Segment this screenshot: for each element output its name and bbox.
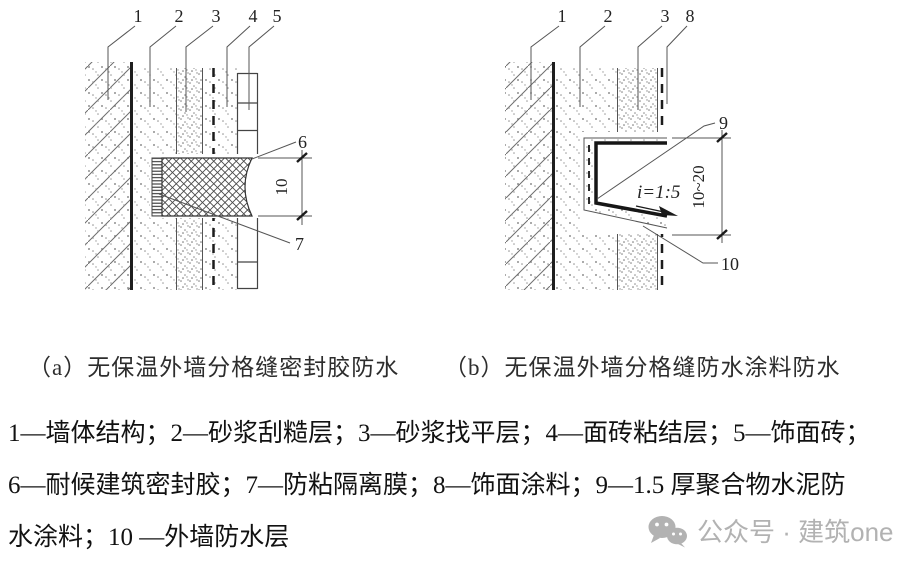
label-1: 1 — [134, 6, 143, 26]
label-7: 7 — [295, 234, 304, 254]
label-3: 3 — [212, 6, 221, 26]
slope-annotation: i=1:5 — [635, 182, 680, 216]
label-4: 4 — [249, 6, 258, 26]
label-6: 6 — [298, 132, 307, 152]
label-9: 9 — [719, 113, 728, 133]
label-2: 2 — [604, 6, 613, 26]
waterproof-coating-line — [594, 141, 668, 218]
labels-b: 1 2 3 8 9 10 — [558, 6, 740, 274]
label-8: 8 — [686, 6, 695, 26]
legend-line-3: 水涂料；10 —外墙防水层 — [8, 524, 290, 551]
wall-structure-hatch-b — [505, 62, 555, 290]
legend-line-2: 6—耐候建筑密封胶；7—防粘隔离膜；8—饰面涂料；9—1.5 厚聚合物水泥防 — [8, 472, 846, 499]
slope-arrow-head — [659, 206, 678, 216]
label-5: 5 — [273, 6, 282, 26]
dimension-joint-width-a: 10 — [258, 150, 312, 225]
label-1: 1 — [558, 6, 567, 26]
slope-label: i=1:5 — [637, 182, 680, 203]
leader-lines-b — [530, 25, 718, 264]
dimension-text-b: 10~20 — [689, 165, 708, 208]
label-3: 3 — [661, 6, 670, 26]
watermark-text: 公众号 · 建筑one — [697, 517, 894, 547]
diagram-a: 1 2 3 4 5 6 7 10 — [85, 6, 312, 290]
labels-a: 1 2 3 4 5 6 7 — [134, 6, 308, 254]
dimension-text-a: 10 — [272, 179, 291, 196]
leader-lines-a — [107, 25, 297, 244]
caption-b: （b）无保温外墙分格缝防水涂料防水 — [444, 355, 841, 380]
watermark: 公众号 · 建筑one — [646, 512, 894, 549]
separation-film-strip — [151, 157, 163, 217]
legend-text: 1—墙体结构；2—砂浆刮糙层；3—砂浆找平层；4—面砖粘结层；5—饰面砖； 6—… — [8, 408, 914, 564]
sealant-block — [161, 157, 253, 217]
label-10: 10 — [721, 254, 739, 274]
groove-b — [583, 137, 668, 229]
groove-substrate-outline — [583, 137, 668, 229]
label-2: 2 — [175, 6, 184, 26]
legend-line-1: 1—墙体结构；2—砂浆刮糙层；3—砂浆找平层；4—面砖粘结层；5—饰面砖； — [8, 420, 871, 447]
wechat-icon — [648, 515, 687, 547]
diagram-b: i=1:5 1 2 3 8 9 10 — [505, 6, 739, 290]
dimension-groove-depth-b: 10~20 — [672, 130, 731, 243]
detail-drawings: 1 2 3 4 5 6 7 10 — [85, 6, 739, 290]
caption-a: （a）无保温外墙分格缝密封胶防水 — [28, 355, 400, 380]
